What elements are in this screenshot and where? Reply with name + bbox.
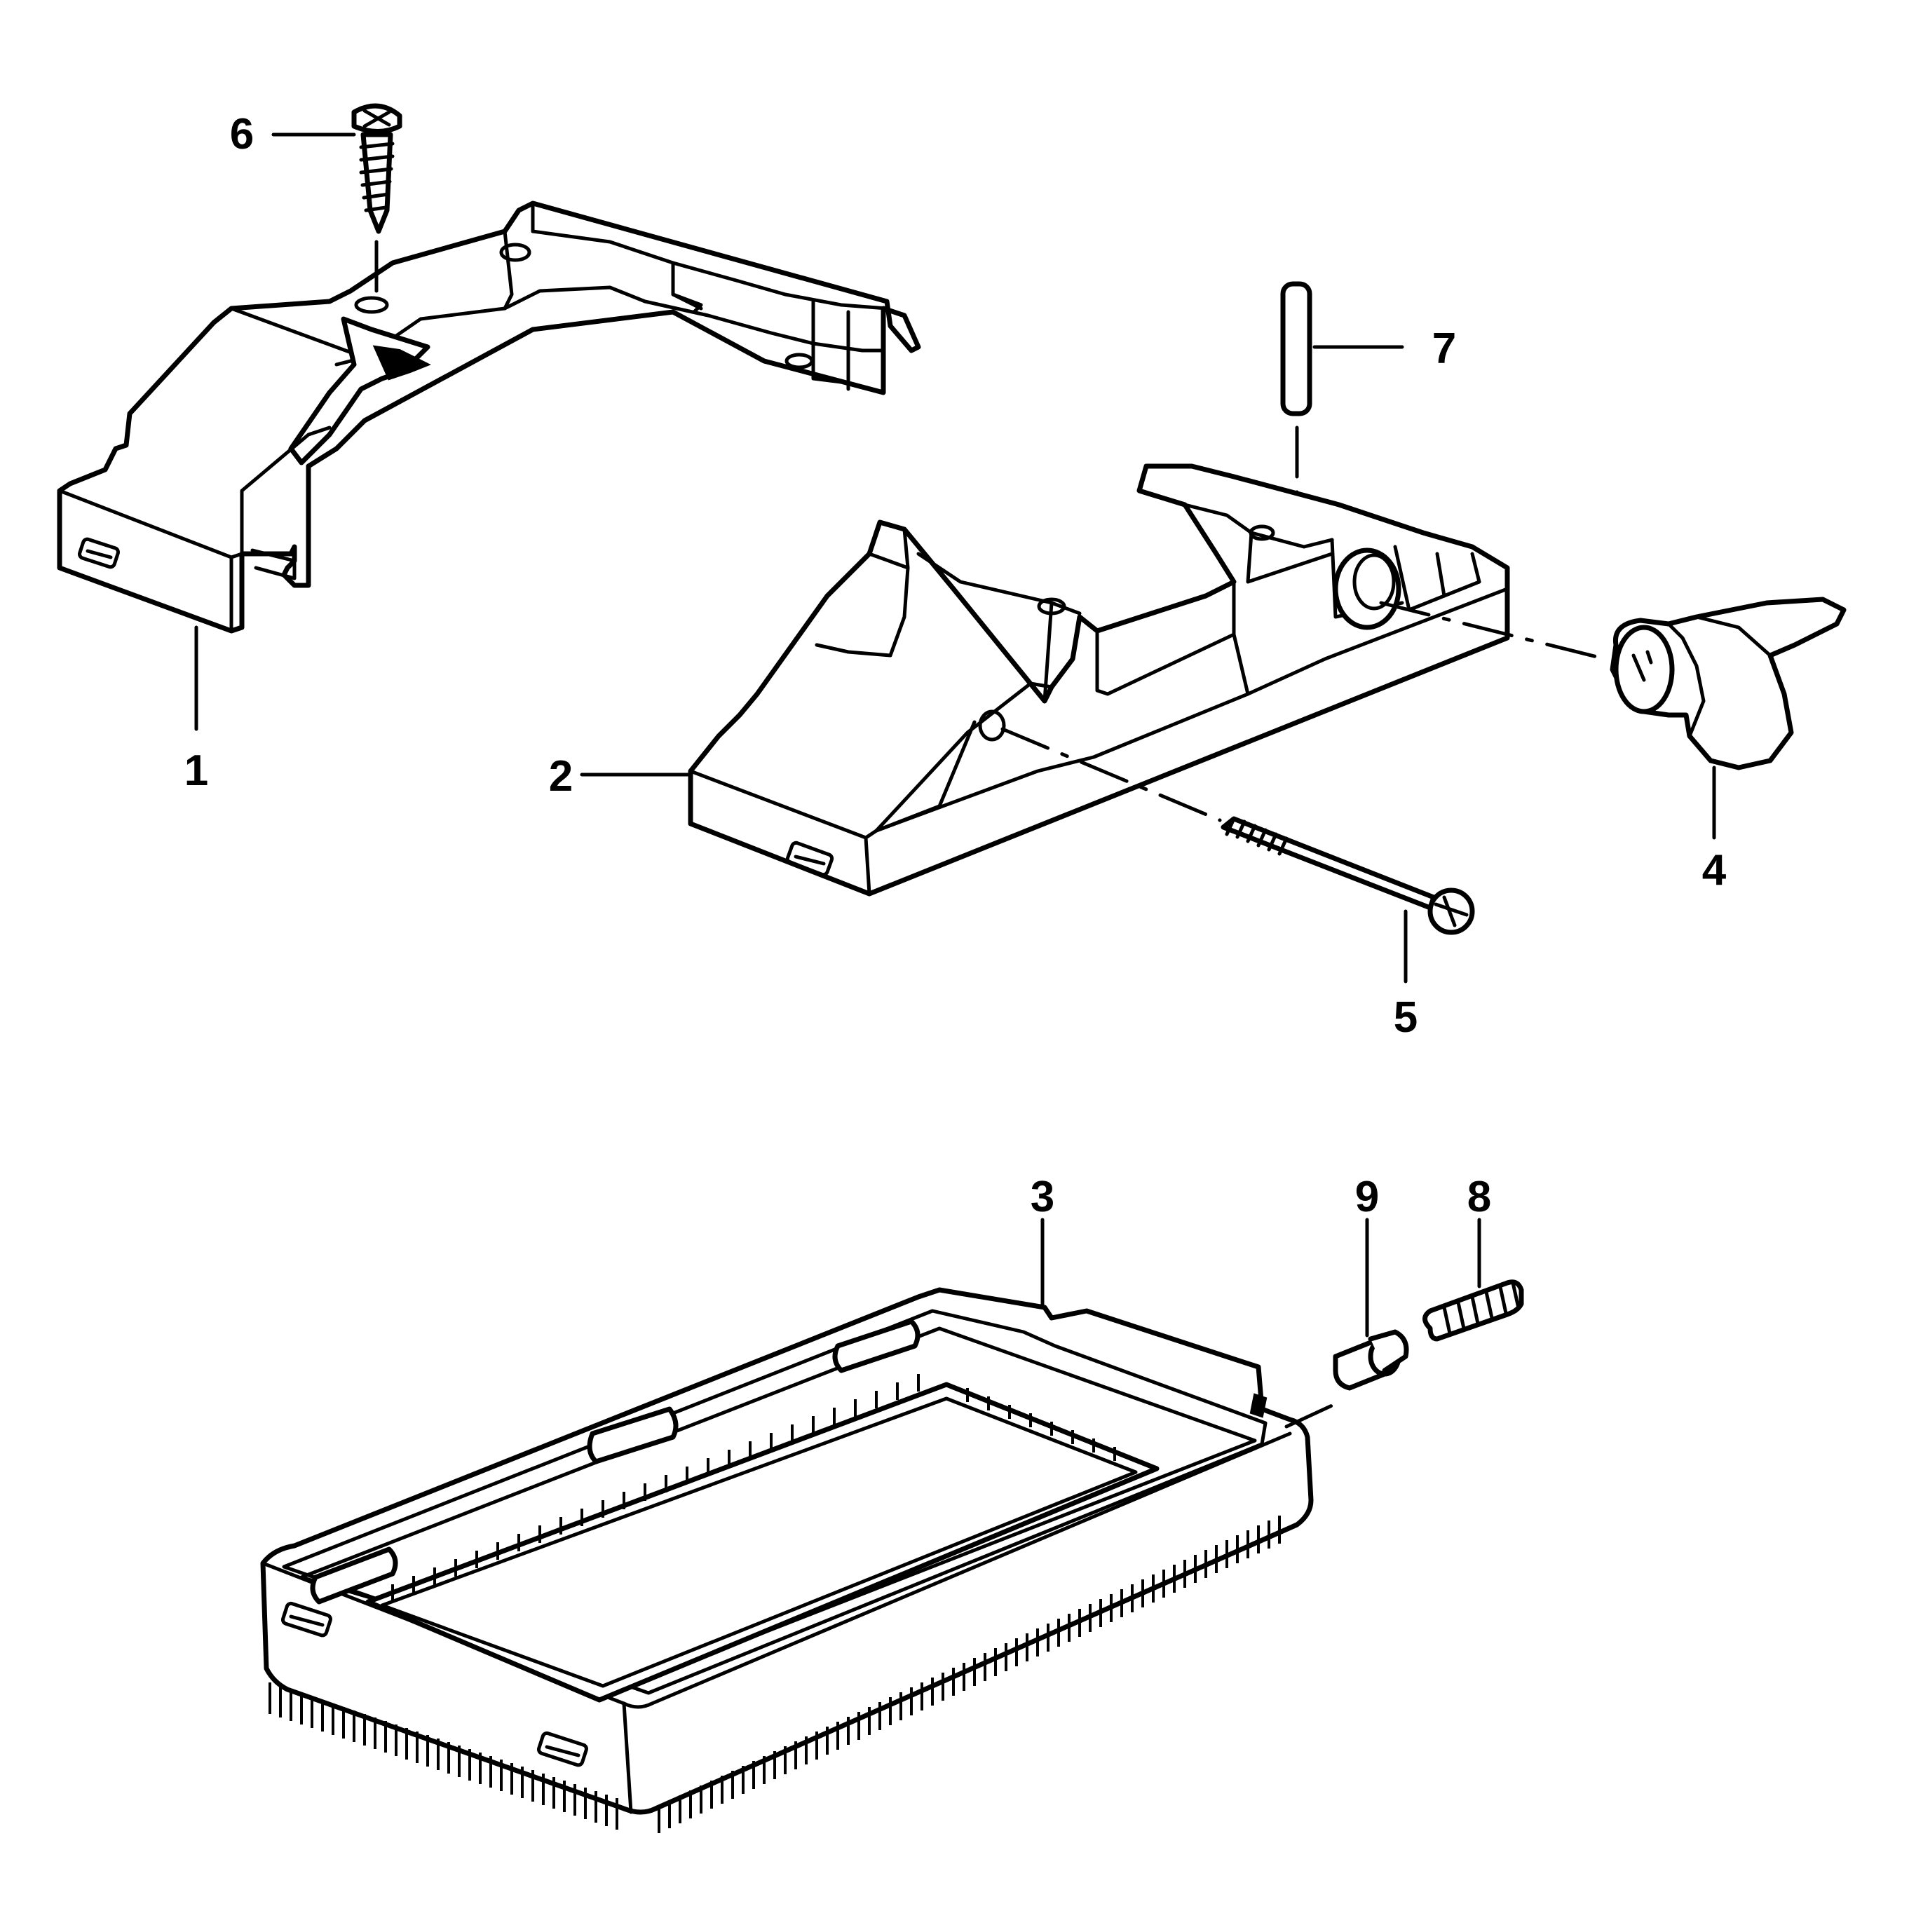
leader-lines: [194, 132, 1716, 1338]
long-screw-part: [1000, 727, 1475, 935]
callout-5: 5: [1394, 993, 1418, 1042]
brush-bristles: [269, 1374, 1281, 1833]
plunger-part: [1284, 1329, 1409, 1429]
spring-part: [1422, 1279, 1524, 1342]
lever-knob-part: [1379, 597, 1847, 770]
callout-8: 8: [1467, 1173, 1491, 1221]
callout-4: 4: [1702, 846, 1727, 894]
callout-6: 6: [230, 110, 254, 158]
self-tapping-screw-part: [351, 103, 402, 307]
callout-labels: 6 1 7 2 4 5 3 9 8: [184, 110, 1727, 1221]
upper-housing-part: [688, 463, 1510, 897]
callout-1: 1: [184, 747, 208, 795]
callout-7: 7: [1432, 325, 1456, 373]
bracket-part: [57, 200, 921, 634]
callout-3: 3: [1031, 1173, 1054, 1221]
pin-part: [1280, 281, 1312, 514]
callout-9: 9: [1355, 1173, 1379, 1221]
callout-2: 2: [549, 752, 573, 801]
brush-frame-part: [260, 1287, 1314, 1833]
